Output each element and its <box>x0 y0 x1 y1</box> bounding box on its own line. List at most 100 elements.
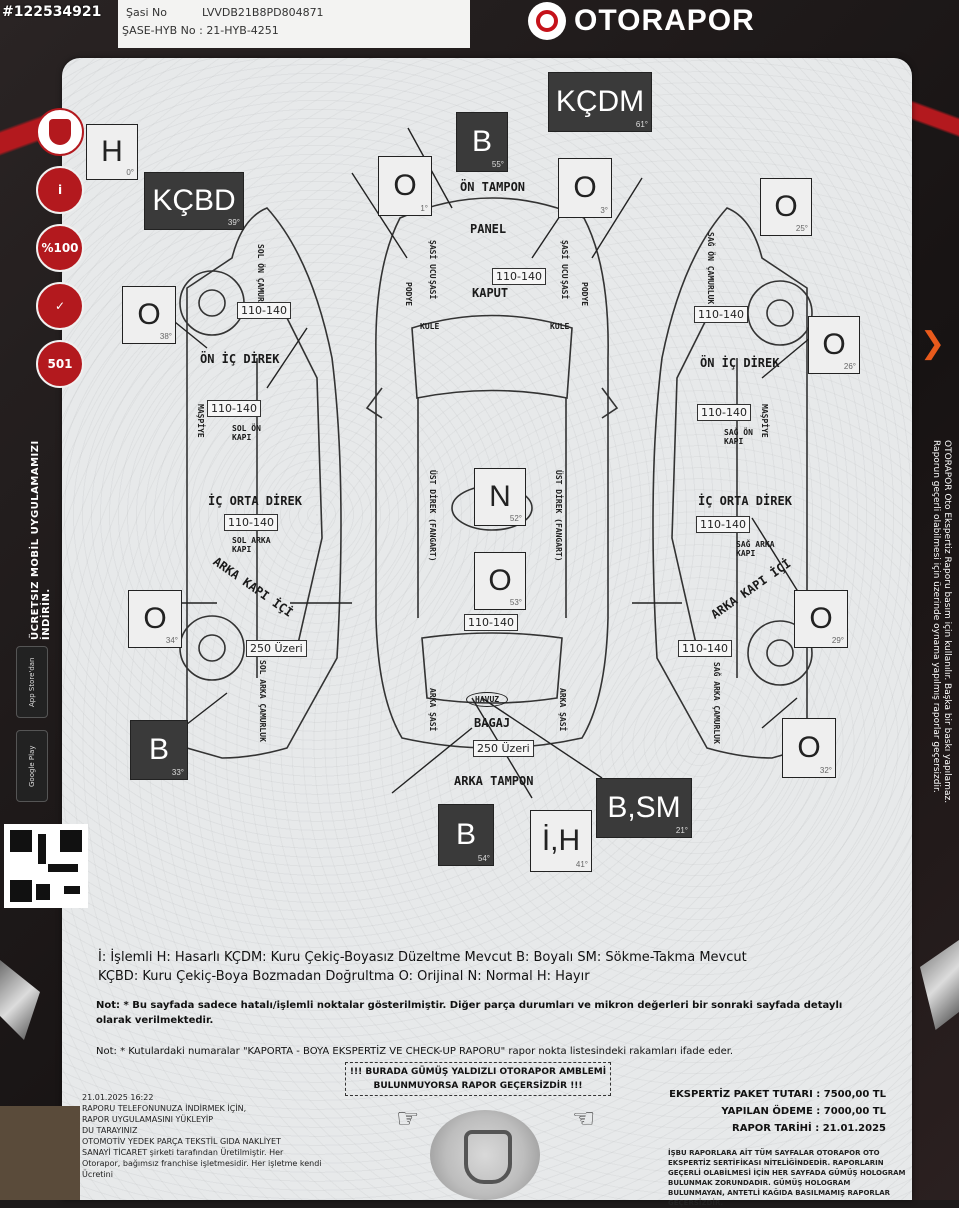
fee-paid: YAPILAN ÖDEME : 7000,00 TL <box>721 1106 886 1117</box>
value-trunk-lid: 110-140 <box>464 614 518 631</box>
vehicle-info-slip: Şasi No LVVDB21B8PD804871 ŞASE-HYB No : … <box>118 0 470 48</box>
value-hood: 110-140 <box>492 268 546 285</box>
right-view-body <box>652 207 808 759</box>
label-sol-on-kapi: SOL ÖN KAPI <box>232 424 261 442</box>
pointing-hand-right-icon: ☞ <box>396 1104 420 1134</box>
chassis-value: LVVDB21B8PD804871 <box>201 6 324 19</box>
info-line: RAPORU TELEFONUNUZA İNDİRMEK İÇİN, <box>82 1104 247 1113</box>
value-right-front-door: 110-140 <box>697 404 751 421</box>
label-on-ic-direk-right: ÖN İÇ DİREK <box>700 356 780 370</box>
app-store-badge[interactable]: App Store'dan <box>16 646 48 718</box>
note-2: Not: * Kutulardaki numaralar "KAPORTA - … <box>96 1046 734 1057</box>
label-kule-left: KULE <box>420 322 440 331</box>
label-sasi-ucu-right: ŞASİ UCU <box>560 240 569 279</box>
label-arka-sasi-right: ARKA ŞASİ <box>558 688 567 732</box>
value-left-front-door: 110-140 <box>207 400 261 417</box>
brand-name: OTORAPOR <box>574 4 755 37</box>
label-ust-direk-right: ÜST DİREK (FANGART) <box>554 470 563 562</box>
label-sag-on-camurluk: SAĞ ÖN ÇAMURLUK <box>706 232 715 305</box>
label-sag-on-kapi: SAĞ ÖN KAPI <box>724 428 753 446</box>
label-panel: PANEL <box>470 222 507 236</box>
label-sasi-left: ŞASİ <box>428 280 437 300</box>
value-right-fender: 110-140 <box>694 306 748 323</box>
qr-code[interactable] <box>4 824 88 908</box>
value-trunk: 250 Üzeri <box>473 740 534 757</box>
note-1: Not: * Bu sayfada sadece hatalı/işlemli … <box>96 1000 843 1026</box>
report-date: RAPOR TARİHİ : 21.01.2025 <box>732 1123 886 1134</box>
info-line: DU TARAYINIZ <box>82 1126 138 1135</box>
listing-id: #122534921 <box>2 4 102 20</box>
plate-value: 21-HYB-4251 <box>206 24 279 37</box>
plate-label: ŞASE-HYB No : <box>122 24 203 37</box>
small-info: 21.01.2025 16:22 RAPORU TELEFONUNUZA İND… <box>82 1092 342 1180</box>
brand-header: OTORAPOR <box>528 0 755 42</box>
label-maspiye-left: MAŞPİYE <box>196 404 205 438</box>
label-on-ic-direk-left: ÖN İÇ DİREK <box>200 352 280 366</box>
info-line: Otorapor, bağımsız franchise işletmesidi… <box>82 1159 322 1179</box>
info-line: OTOMOTİV YEDEK PARÇA TEKSTİL GIDA NAKLİY… <box>82 1137 281 1146</box>
label-podye-left: PODYE <box>404 282 413 307</box>
value-left-rear-door: 110-140 <box>224 514 278 531</box>
label-arka-tampon: ARKA TAMPON <box>454 774 534 788</box>
label-bagaj: BAGAJ <box>474 716 511 730</box>
shield-badge-icon <box>36 108 84 156</box>
label-sasi-ucu-left: ŞASİ UCU <box>428 240 437 279</box>
hologram-warning: !!! BURADA GÜMÜŞ YALDIZLI OTORAPOR AMBLE… <box>345 1062 611 1096</box>
validity-side-text: OTORAPOR Oto Ekspertiz Raporu basım için… <box>931 440 952 804</box>
label-kule-right: KULE <box>550 322 570 331</box>
label-havuz: HAVUZ <box>466 692 509 707</box>
label-kaput: KAPUT <box>472 286 509 300</box>
info-line: SANAYİ TİCARET şirketi tarafından Üretil… <box>82 1148 284 1157</box>
label-maspiye-right: MAŞPİYE <box>760 404 769 438</box>
left-view-body <box>186 207 342 759</box>
501-badge-icon: 501 <box>36 340 84 388</box>
mobile-app-text: ÜCRETSIZ MOBİL UYGULAMAMIZI İNDİRİN. <box>30 440 52 640</box>
label-arka-sasi-left: ARKA ŞASİ <box>428 688 437 732</box>
print-date: 21.01.2025 16:22 <box>82 1093 154 1102</box>
label-sol-on-camurluk: SOL ÖN ÇAMURLUK <box>256 244 265 317</box>
warning-line-2: BULUNMUYORSA RAPOR GEÇERSİZDİR !!! <box>373 1081 583 1091</box>
warning-line-1: !!! BURADA GÜMÜŞ YALDIZLI OTORAPOR AMBLE… <box>349 1067 607 1077</box>
value-left-fender: 110-140 <box>237 302 291 319</box>
silver-hologram <box>430 1110 540 1200</box>
bottom-validity-note: İŞBU RAPORLARA AİT TÜM SAYFALAR OTORAPOR… <box>668 1149 906 1207</box>
legend-line-2: KÇBD: Kuru Çekiç-Boya Bozmadan Doğrultma… <box>98 969 590 984</box>
label-sol-arka-camurluk: SOL ARKA ÇAMURLUK <box>258 660 267 742</box>
label-sag-arka-kapi: SAĞ ARKA KAPI <box>736 540 775 558</box>
label-sol-arka-kapi: SOL ARKA KAPI <box>232 536 271 554</box>
label-sag-arka-camurluk: SAĞ ARKA ÇAMURLUK <box>712 662 721 744</box>
otorapor-logo-icon <box>528 2 566 40</box>
legend-line-1: İ: İşlemli H: Hasarlı KÇDM: Kuru Çekiç-B… <box>98 950 747 965</box>
percent-badge-icon: %100 <box>36 224 84 272</box>
label-ic-orta-direk-right: İÇ ORTA DİREK <box>698 494 792 508</box>
label-podye-right: PODYE <box>580 282 589 307</box>
info-badge-icon: i <box>36 166 84 214</box>
fee-package: EKSPERTİZ PAKET TUTARI : 7500,00 TL <box>669 1089 886 1100</box>
dealer-watermark <box>0 1106 80 1200</box>
fees: EKSPERTİZ PAKET TUTARI : 7500,00 TL YAPI… <box>640 1086 886 1137</box>
check-badge-icon: ✓ <box>36 282 84 330</box>
label-ust-direk-left: ÜST DİREK (FANGART) <box>428 470 437 562</box>
label-ic-orta-direk-left: İÇ ORTA DİREK <box>208 494 302 508</box>
side-badges: i %100 ✓ 501 <box>36 108 84 388</box>
google-play-badge[interactable]: Google Play <box>16 730 48 802</box>
value-right-rear-fender: 110-140 <box>678 640 732 657</box>
info-line: RAPOR UYGULAMASINI YÜKLEYİP <box>82 1115 214 1124</box>
